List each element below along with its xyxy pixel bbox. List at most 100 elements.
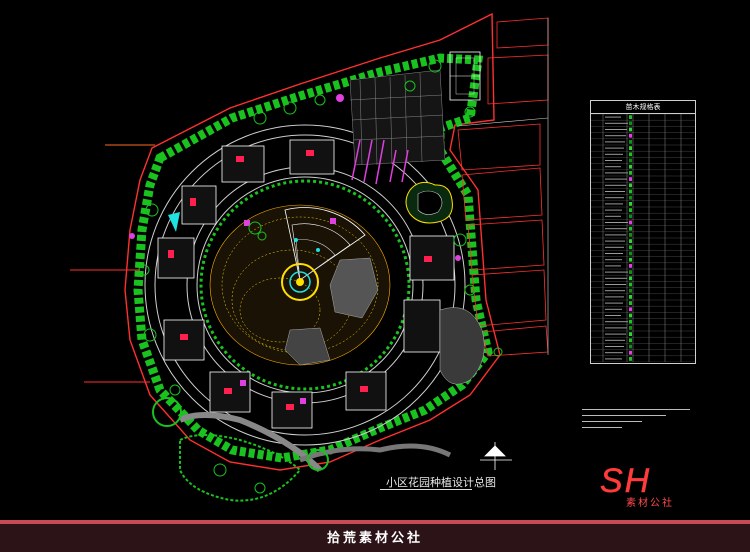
plant-name-stroke	[605, 277, 627, 279]
plant-name-stroke	[605, 222, 628, 223]
plant-schedule-heading: 苗木规格表	[591, 101, 695, 114]
plant-symbol	[629, 313, 632, 318]
plant-symbol	[629, 307, 632, 312]
plant-name-stroke	[605, 135, 626, 137]
plant-symbol	[629, 326, 632, 330]
plant-name-stroke	[605, 209, 622, 211]
plant-name-stroke	[605, 321, 628, 323]
plant-name-stroke	[605, 147, 624, 149]
plant-name-stroke	[605, 122, 628, 124]
plant-symbol	[629, 152, 632, 157]
note-line	[582, 421, 642, 422]
plant-symbol	[629, 251, 632, 256]
plant-name-stroke	[605, 184, 626, 186]
sh-logo-letters: SH	[600, 462, 651, 500]
plant-name-stroke	[605, 129, 627, 130]
site-plan-drawing	[70, 12, 549, 502]
plant-schedule-table: 苗木规格表	[590, 100, 696, 364]
plant-name-stroke	[605, 265, 621, 267]
plant-symbol	[629, 270, 632, 274]
plant-name-stroke	[605, 327, 627, 329]
footer-accent-bar	[0, 520, 750, 524]
plant-name-stroke	[605, 271, 628, 273]
plant-name-stroke	[605, 246, 624, 248]
plant-symbol	[629, 202, 632, 206]
plant-symbol	[629, 226, 632, 231]
adjacent-blocks	[457, 17, 549, 357]
plant-symbol	[629, 146, 632, 150]
entrance-plaza	[349, 69, 446, 166]
plant-symbol	[629, 189, 632, 194]
sh-logo: SH	[600, 462, 651, 501]
plant-symbol	[629, 121, 632, 126]
plant-symbol	[629, 214, 632, 219]
plant-name-stroke	[605, 191, 625, 192]
south-garden	[179, 434, 302, 502]
plant-symbol	[629, 171, 632, 175]
plant-name-stroke	[605, 203, 623, 205]
plant-symbol	[629, 158, 632, 163]
note-line	[582, 427, 622, 428]
logo-subtitle: 素材公社	[626, 498, 674, 509]
plant-name-stroke	[605, 290, 625, 292]
plant-name-stroke	[605, 308, 622, 310]
central-plaza	[281, 263, 319, 301]
plant-symbol	[629, 239, 632, 243]
plant-name-stroke	[605, 333, 626, 335]
plant-name-stroke	[605, 339, 625, 341]
plant-name-stroke	[605, 346, 624, 347]
plant-name-stroke	[605, 259, 622, 261]
note-line	[582, 415, 666, 416]
plant-name-stroke	[605, 284, 626, 285]
plant-name-stroke	[605, 302, 623, 304]
plant-name-stroke	[605, 172, 628, 174]
design-notes	[582, 404, 694, 428]
plant-symbol	[629, 350, 632, 355]
footer-banner: 拾荒素材公社	[0, 520, 750, 552]
note-line	[582, 409, 690, 410]
plant-name-stroke	[605, 178, 627, 180]
plant-symbol	[629, 133, 632, 138]
residential-buildings	[157, 139, 455, 429]
plant-name-stroke	[605, 352, 623, 354]
plant-symbol	[629, 220, 632, 225]
plant-symbol	[629, 301, 632, 305]
plant-name-stroke	[605, 296, 624, 298]
drawing-title: 小区花园种植设计总图	[386, 476, 496, 489]
plant-symbol	[629, 208, 632, 212]
title-underline	[380, 489, 472, 490]
plant-name-stroke	[605, 166, 621, 168]
plant-symbol	[629, 140, 632, 144]
plant-schedule-grid	[591, 113, 695, 363]
north-arrow	[480, 442, 512, 470]
plant-symbol	[629, 245, 632, 250]
plant-symbol	[629, 319, 632, 324]
footer-text: 拾荒素材公社	[326, 530, 423, 546]
plant-name-stroke	[605, 228, 627, 230]
plant-name-stroke	[605, 315, 621, 316]
plant-name-stroke	[605, 197, 624, 199]
plant-symbol	[629, 295, 632, 299]
plant-name-stroke	[605, 153, 623, 155]
plant-name-stroke	[605, 234, 626, 236]
central-amphitheatre	[284, 207, 366, 281]
plant-symbol	[629, 195, 632, 200]
plant-symbol	[629, 115, 632, 119]
plant-name-stroke	[605, 240, 625, 242]
plant-symbol	[629, 344, 632, 349]
plant-symbol	[629, 257, 632, 262]
plant-symbol	[629, 338, 632, 343]
plant-symbol	[629, 332, 632, 336]
outer-planting-belt	[133, 53, 493, 463]
plant-symbol	[629, 233, 632, 237]
plant-symbol	[629, 264, 632, 268]
annotation-leaders	[70, 144, 155, 383]
plant-name-stroke	[605, 141, 625, 143]
plant-name-stroke	[605, 116, 621, 118]
plant-name-stroke	[605, 215, 621, 217]
plant-name-stroke	[605, 160, 622, 161]
site-boundary	[124, 12, 501, 471]
plant-symbol	[629, 276, 632, 281]
tree-symbols	[138, 59, 503, 494]
plant-symbol	[629, 288, 632, 293]
